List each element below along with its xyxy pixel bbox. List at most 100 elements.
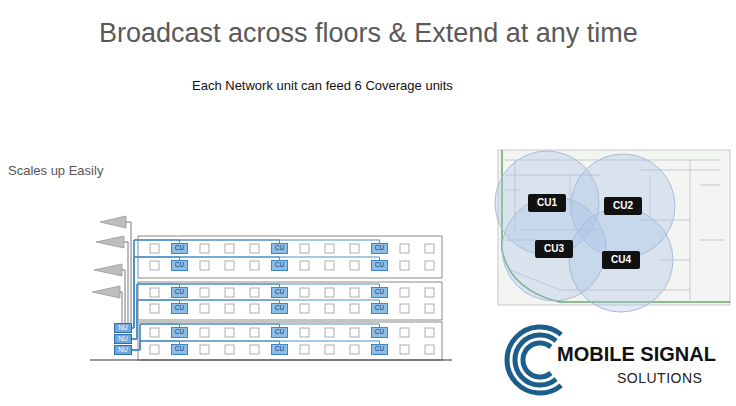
side-note: Scales up Easily (8, 163, 103, 178)
title: Broadcast across floors & Extend at any … (99, 18, 638, 49)
room-square (400, 288, 409, 297)
room-square (225, 345, 234, 354)
room-square (225, 328, 234, 337)
room-square (225, 244, 234, 253)
unit-label: CU (275, 245, 284, 252)
unit-label: CU (175, 289, 184, 296)
coverage-unit-tag: CU3 (535, 240, 573, 258)
unit-label: CU (175, 245, 184, 252)
coverage-unit: CU (171, 303, 188, 314)
coverage-unit-tag: CU4 (602, 251, 640, 269)
feed-cable (132, 257, 280, 328)
network-unit: NU (114, 323, 132, 333)
room-square (350, 288, 359, 297)
room-square (400, 304, 409, 313)
room-square (150, 304, 159, 313)
room-square (350, 328, 359, 337)
room-square (325, 244, 334, 253)
room-square (350, 345, 359, 354)
room-square (200, 345, 209, 354)
room-square (300, 261, 309, 270)
logo-subtext: SOLUTIONS (617, 370, 702, 386)
unit-label: CU (275, 346, 284, 353)
room-square (200, 304, 209, 313)
room-square (425, 304, 434, 313)
room-square (325, 345, 334, 354)
feed-cable (132, 341, 380, 350)
coverage-unit-tag: CU1 (528, 194, 566, 212)
room-square (150, 288, 159, 297)
unit-label: CU (175, 346, 184, 353)
room-square (300, 304, 309, 313)
room-square (225, 288, 234, 297)
floor-outline (138, 282, 442, 320)
logo-text: MOBILE SIGNAL (557, 343, 716, 366)
room-square (350, 261, 359, 270)
feed-cable (132, 284, 280, 339)
coverage-unit: CU (171, 260, 188, 271)
coverage-unit: CU (171, 344, 188, 355)
room-square (150, 328, 159, 337)
coverage-unit: CU (271, 243, 288, 254)
room-square (250, 345, 259, 354)
room-square (150, 345, 159, 354)
unit-label: NU (118, 347, 127, 354)
unit-label: CU (375, 289, 384, 296)
unit-label: CU4 (611, 255, 631, 265)
feed-cable (132, 341, 280, 350)
room-square (400, 345, 409, 354)
room-square (325, 261, 334, 270)
coverage-unit: CU (371, 344, 388, 355)
unit-label: CU (275, 305, 284, 312)
network-unit: NU (114, 334, 132, 344)
room-square (400, 244, 409, 253)
room-square (300, 345, 309, 354)
unit-label: CU (275, 262, 284, 269)
room-square (325, 328, 334, 337)
coverage-unit: CU (271, 260, 288, 271)
feed-cable (132, 324, 380, 350)
room-square (225, 304, 234, 313)
coverage-unit: CU (371, 287, 388, 298)
coverage-unit: CU (371, 243, 388, 254)
room-square (400, 261, 409, 270)
unit-label: CU (375, 329, 384, 336)
room-square (300, 328, 309, 337)
feed-cable (132, 257, 380, 328)
room-square (200, 244, 209, 253)
unit-label: CU1 (537, 198, 557, 208)
room-square (300, 244, 309, 253)
room-square (425, 288, 434, 297)
room-square (425, 328, 434, 337)
coverage-unit: CU (371, 303, 388, 314)
room-square (350, 304, 359, 313)
room-square (250, 288, 259, 297)
unit-label: CU (375, 262, 384, 269)
antennas (92, 216, 126, 298)
unit-label: CU (375, 305, 384, 312)
room-square (325, 288, 334, 297)
room-square (225, 261, 234, 270)
feed-cable (132, 324, 280, 350)
room-square (425, 345, 434, 354)
unit-label: CU (375, 245, 384, 252)
unit-label: CU (175, 329, 184, 336)
network-unit: NU (114, 345, 132, 355)
unit-label: CU3 (544, 244, 564, 254)
room-square (150, 261, 159, 270)
subtitle: Each Network unit can feed 6 Coverage un… (192, 78, 453, 93)
unit-label: CU (275, 329, 284, 336)
unit-label: CU2 (613, 201, 633, 211)
unit-label: CU (175, 262, 184, 269)
room-squares (150, 244, 434, 354)
coverage-unit: CU (271, 327, 288, 338)
coverage-unit: CU (271, 303, 288, 314)
unit-label: CU (375, 346, 384, 353)
room-square (250, 304, 259, 313)
room-square (250, 261, 259, 270)
room-square (200, 288, 209, 297)
coverage-unit: CU (371, 327, 388, 338)
coverage-unit: CU (271, 287, 288, 298)
room-square (425, 261, 434, 270)
